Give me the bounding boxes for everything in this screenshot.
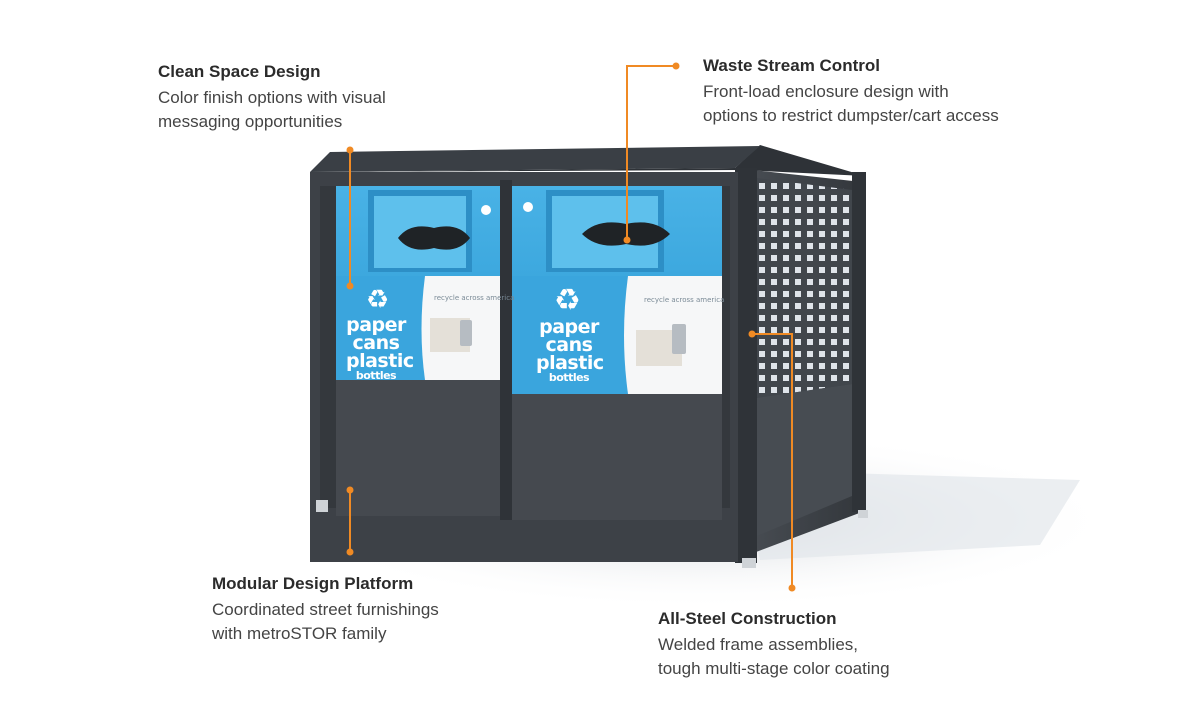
callout-clean-space: Clean Space Design Color finish options … [158, 61, 386, 134]
modular-dot-bottom-icon [346, 548, 354, 556]
recycle-icon: ♻ [366, 284, 390, 314]
callout-line: tough multi-stage color coating [658, 659, 890, 678]
side-perforated-panel [757, 178, 852, 398]
all-steel-dot-end-icon [788, 584, 796, 592]
callout-line: options to restrict dumpster/cart access [703, 106, 999, 125]
right-can-photo [672, 324, 686, 354]
right-word-cans: cans [545, 334, 593, 356]
clean-space-dot-bottom-icon [346, 282, 354, 290]
waste-stream-leader-line [626, 65, 676, 240]
left-tagline: recycle across america [434, 294, 515, 302]
left-door-lower [336, 380, 500, 516]
callout-line: Welded frame assemblies, [658, 635, 858, 654]
callout-title: Waste Stream Control [703, 56, 880, 75]
left-panel-words: paper cans plastic bottles [346, 314, 414, 382]
roof-top-surface [310, 146, 760, 172]
callout-all-steel: All-Steel Construction Welded frame asse… [658, 608, 890, 681]
rear-foot [858, 510, 868, 518]
right-word-bottles: bottles [548, 371, 590, 384]
right-lock-icon [523, 202, 533, 212]
callout-line: Color finish options with visual [158, 88, 386, 107]
all-steel-leader-line [752, 333, 793, 588]
callout-line: with metroSTOR family [212, 624, 387, 643]
left-slot-opening [398, 226, 470, 250]
callout-title: All-Steel Construction [658, 609, 837, 628]
right-panel-words: paper cans plastic bottles [536, 316, 604, 384]
roof [310, 145, 865, 176]
side-post [735, 168, 757, 563]
modular-dot-top-icon [346, 486, 354, 494]
left-lock-icon [481, 205, 491, 215]
right-door-lower [512, 394, 722, 520]
callout-title: Modular Design Platform [212, 574, 414, 593]
right-word-paper: paper [539, 316, 599, 338]
left-word-paper: paper [346, 314, 406, 336]
callout-line: Coordinated street furnishings [212, 600, 439, 619]
left-word-plastic: plastic [346, 350, 414, 372]
recycle-icon: ♻ [554, 284, 581, 317]
callout-modular-design: Modular Design Platform Coordinated stre… [212, 573, 439, 646]
rear-post [852, 172, 866, 512]
side-lower-panel [757, 384, 852, 536]
callout-line: Front-load enclosure design with [703, 82, 949, 101]
callout-title: Clean Space Design [158, 62, 321, 81]
all-steel-dot-start-icon [748, 330, 756, 338]
left-foot [316, 500, 328, 512]
left-word-bottles: bottles [355, 369, 397, 382]
left-can-photo [460, 320, 472, 346]
right-word-plastic: plastic [536, 352, 604, 374]
right-foot [742, 558, 756, 568]
clean-space-dot-top-icon [346, 146, 354, 154]
callout-waste-stream: Waste Stream Control Front-load enclosur… [703, 55, 999, 128]
callout-line: messaging opportunities [158, 112, 343, 131]
right-tagline: recycle across america [644, 296, 725, 304]
center-divider [500, 180, 512, 520]
waste-stream-dot-end-icon [623, 236, 631, 244]
left-word-cans: cans [352, 332, 400, 354]
waste-stream-dot-start-icon [672, 62, 680, 70]
